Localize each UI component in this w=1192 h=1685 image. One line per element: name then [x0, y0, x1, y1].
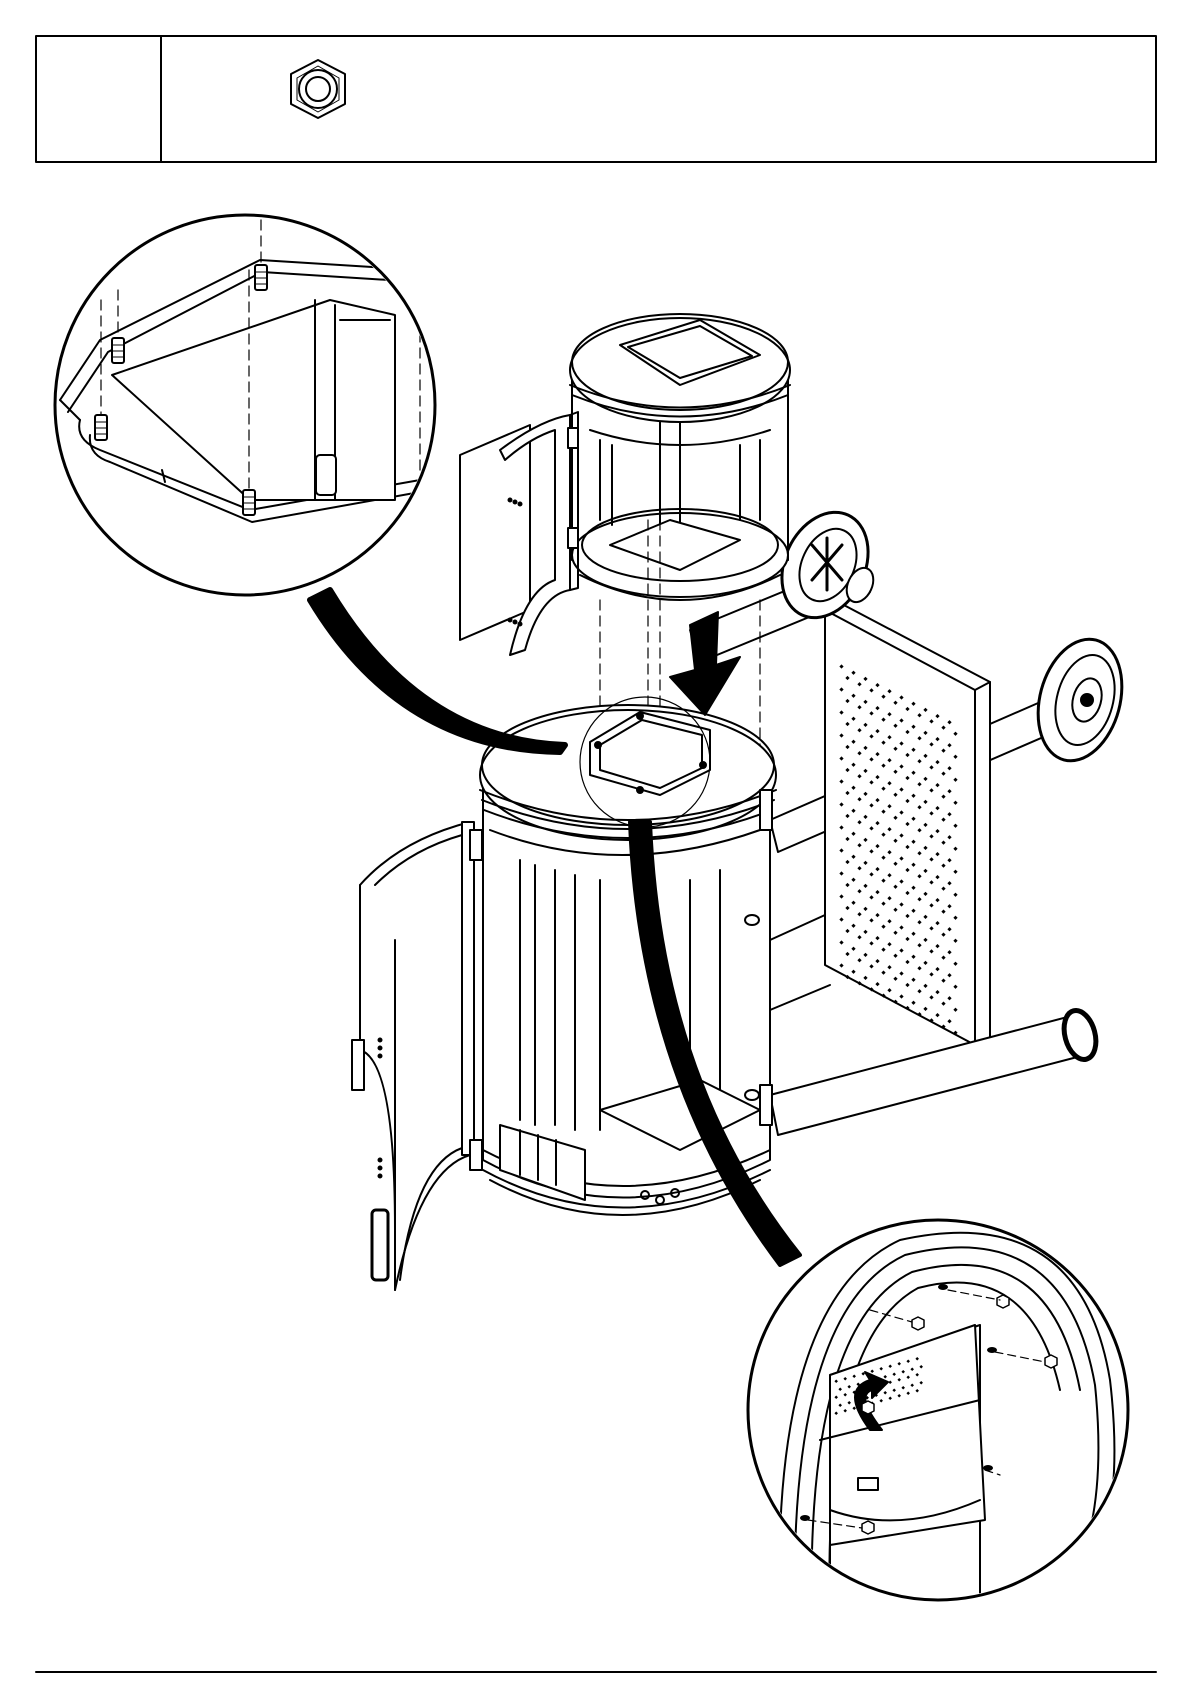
- upper-left-bolt-detail: [55, 215, 435, 595]
- upper-barrel: [460, 314, 790, 655]
- lower-right-nut-detail: [748, 1220, 1149, 1620]
- perforated-panel: [825, 603, 990, 1045]
- hex-nut-icon: [291, 60, 345, 118]
- parts-table: [36, 36, 1156, 162]
- right-wheel: [1025, 630, 1134, 770]
- lower-barrel: [352, 697, 776, 1290]
